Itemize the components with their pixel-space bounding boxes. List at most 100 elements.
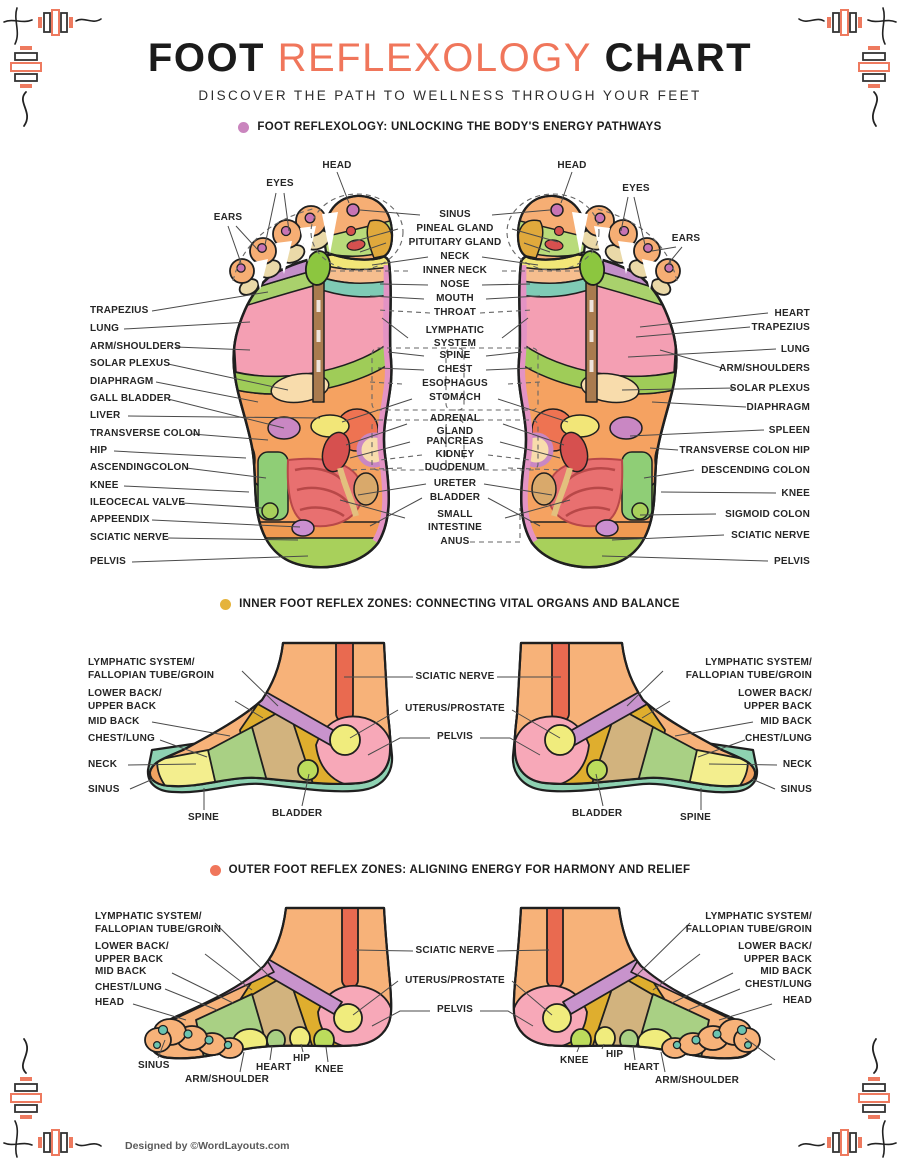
label-knee-left: KNEE: [90, 480, 119, 491]
label-sinus: SINUS: [439, 209, 471, 220]
label-arm-shoulders-left: ARM/SHOULDERS: [90, 341, 181, 352]
label-lower-upper-back-left-s3: LOWER BACK/ UPPER BACK: [95, 941, 169, 965]
section2-heading: INNER FOOT REFLEX ZONES: CONNECTING VITA…: [0, 598, 900, 610]
label-lymphatic-groin-right-s3: LYMPHATIC SYSTEM/ FALLOPIAN TUBE/GROIN: [685, 911, 812, 935]
label-lower-upper-back-right-s2: LOWER BACK/ UPPER BACK: [738, 688, 812, 712]
label-arm-shoulder-left-s3: ARM/SHOULDER: [185, 1074, 270, 1085]
label-chest: CHEST: [437, 364, 473, 375]
label-pelvis-left: PELVIS: [90, 556, 127, 567]
label-nose: NOSE: [440, 279, 470, 290]
label-lung-left: LUNG: [90, 323, 120, 334]
label-chest-lung-left-s3: CHEST/LUNG: [95, 982, 162, 993]
label-chest-lung-right-s3: CHEST/LUNG: [745, 979, 812, 990]
label-head-right-s3: HEAD: [782, 995, 812, 1006]
label-gall-bladder: GALL BLADDER: [90, 393, 172, 404]
label-trapezius-right: TRAPEZIUS: [751, 322, 810, 333]
leader-lines-s3: [132, 922, 776, 1073]
label-mid-back-left-s3: MID BACK: [95, 966, 147, 977]
label-heart-right-s3: HEART: [624, 1062, 660, 1073]
foot-inner-illustration: [146, 641, 394, 794]
label-mouth: MOUTH: [436, 293, 474, 304]
label-mid-back-right-s2: MID BACK: [760, 716, 812, 727]
label-knee-right-s3: KNEE: [560, 1055, 589, 1066]
label-appendix: APPEENDIX: [90, 514, 150, 525]
label-mid-back-right-s3: MID BACK: [760, 966, 812, 977]
label-head-right: HEAD: [557, 160, 587, 171]
section1-bullet-icon: [238, 121, 250, 133]
label-neck: NECK: [440, 251, 470, 262]
label-bladder: BLADDER: [429, 492, 481, 503]
label-spine-right-s2: SPINE: [680, 812, 712, 823]
label-solar-plexus-right: SOLAR PLEXUS: [729, 383, 810, 394]
label-solar-plexus-left: SOLAR PLEXUS: [90, 358, 171, 369]
foot-sole-illustration: [229, 194, 394, 569]
label-lower-upper-back-left-s2: LOWER BACK/ UPPER BACK: [88, 688, 162, 712]
label-lymphatic-system: LYMPHATIC SYSTEM: [425, 325, 485, 349]
label-head-left-s3: HEAD: [95, 997, 125, 1008]
label-ascending-colon: ASCENDINGCOLON: [90, 462, 189, 473]
label-neck-left-s2: NECK: [88, 759, 118, 770]
label-pelvis-s3: PELVIS: [436, 1004, 474, 1015]
label-neck-right-s2: NECK: [782, 759, 812, 770]
label-sciatic-nerve-right: SCIATIC NERVE: [731, 530, 810, 541]
label-throat: THROAT: [433, 307, 477, 318]
corner-ornament: [3, 7, 102, 127]
label-esophagus: ESOPHAGUS: [422, 378, 488, 389]
label-chest-lung-right-s2: CHEST/LUNG: [745, 733, 812, 744]
label-lymphatic-groin-left-s3: LYMPHATIC SYSTEM/ FALLOPIAN TUBE/GROIN: [95, 911, 222, 935]
label-transverse-colon-hip: TRANSVERSE COLON HIP: [679, 445, 810, 456]
label-mid-back-left-s2: MID BACK: [88, 716, 140, 727]
label-chest-lung-left-s2: CHEST/LUNG: [88, 733, 155, 744]
label-diaphragm-right: DIAPHRAGM: [746, 402, 810, 413]
label-pelvis-s2: PELVIS: [436, 731, 474, 742]
label-duodenum: DUODENUM: [424, 462, 486, 473]
label-ears-left: EARS: [213, 212, 243, 223]
label-lymphatic-groin-left-s2: LYMPHATIC SYSTEM/ FALLOPIAN TUBE/GROIN: [88, 657, 215, 681]
label-sinus-left-s2: SINUS: [88, 784, 120, 795]
section3-heading: OUTER FOOT REFLEX ZONES: ALIGNING ENERGY…: [0, 864, 900, 876]
label-pancreas: PANCREAS: [426, 436, 484, 447]
label-bladder-right-s2: BLADDER: [572, 808, 623, 819]
label-eyes-right: EYES: [622, 183, 650, 194]
label-pineal-gland: PINEAL GLAND: [416, 223, 494, 234]
label-ureter: URETER: [433, 478, 477, 489]
label-lower-upper-back-right-s3: LOWER BACK/ UPPER BACK: [738, 941, 812, 965]
label-inner-neck: INNER NECK: [422, 265, 488, 276]
section2-bullet-icon: [220, 598, 232, 610]
label-anus: ANUS: [440, 536, 470, 547]
leader-lines-s2: [127, 670, 778, 810]
label-spine: SPINE: [439, 350, 471, 361]
label-ears-right: EARS: [671, 233, 701, 244]
label-pelvis-right: PELVIS: [773, 556, 810, 567]
label-trapezius-left: TRAPEZIUS: [90, 305, 149, 316]
label-sciatic-nerve-left: SCIATIC NERVE: [90, 532, 169, 543]
label-knee-left-s3: KNEE: [315, 1064, 344, 1075]
label-small-intestine: SMALL INTESTINE: [427, 509, 483, 533]
label-heart: HEART: [774, 308, 810, 319]
label-arm-shoulders-right: ARM/SHOULDERS: [719, 363, 810, 374]
label-knee-right: KNEE: [781, 488, 810, 499]
label-transverse-colon-left: TRANSVERSE COLON: [90, 428, 201, 439]
label-lymphatic-groin-right-s2: LYMPHATIC SYSTEM/ FALLOPIAN TUBE/GROIN: [685, 657, 812, 681]
label-hip-right-s3: HIP: [606, 1049, 624, 1060]
credit-text: Designed by ©WordLayouts.com: [125, 1140, 290, 1152]
label-stomach: STOMACH: [429, 392, 481, 403]
section2-heading-text: INNER FOOT REFLEX ZONES: CONNECTING VITA…: [239, 598, 680, 610]
label-sciatic-nerve-s2: SCIATIC NERVE: [415, 671, 495, 682]
label-sinus-right-s2: SINUS: [780, 784, 812, 795]
label-sciatic-nerve-s3: SCIATIC NERVE: [415, 945, 495, 956]
label-uterus-prostate-s2: UTERUS/PROSTATE: [405, 703, 505, 714]
label-pituitary-gland: PITUITARY GLAND: [408, 237, 502, 248]
section3-bullet-icon: [209, 864, 221, 876]
label-liver: LIVER: [90, 410, 121, 421]
label-eyes-left: EYES: [266, 178, 294, 189]
label-ileocecal-valve: ILEOCECAL VALVE: [90, 497, 186, 508]
title-word-chart: CHART: [604, 36, 753, 80]
title-word-foot: FOOT: [147, 36, 265, 80]
label-head-left: HEAD: [322, 160, 352, 171]
label-hip-left: HIP: [90, 445, 108, 456]
page-title: FOOT REFLEXOLOGY CHART: [0, 36, 900, 81]
label-spleen: SPLEEN: [768, 425, 810, 436]
section1-heading-text: FOOT REFLEXOLOGY: UNLOCKING THE BODY'S E…: [257, 121, 662, 133]
